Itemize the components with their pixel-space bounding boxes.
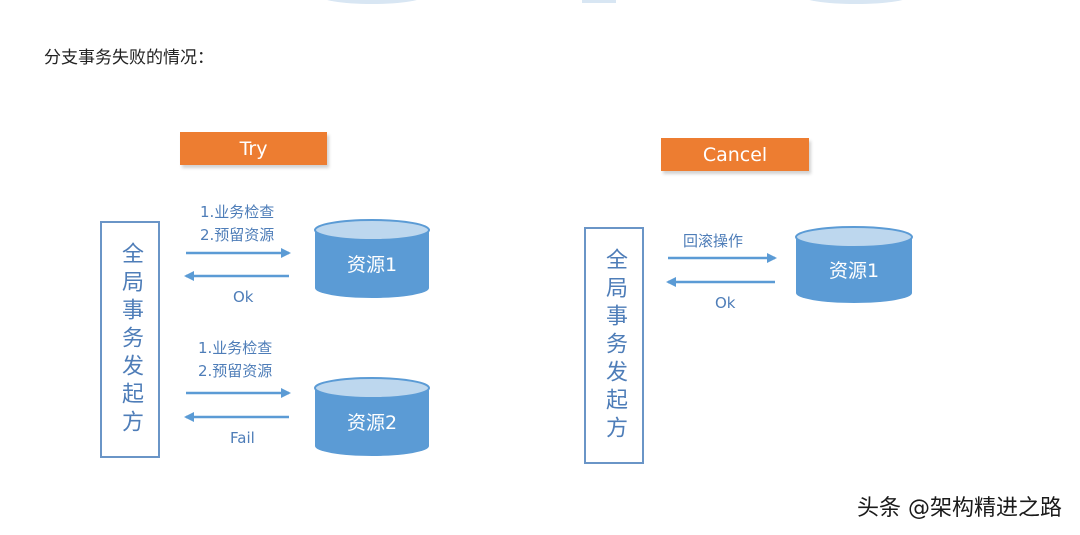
request-label-2-text: 1.业务检查 2.预留资源 — [198, 339, 273, 380]
phase-cancel: Cancel — [661, 138, 809, 171]
watermark: 头条 @架构精进之路 — [857, 496, 1062, 521]
cut-off-cylinder-right — [800, 0, 912, 4]
cancel-response-label: Ok — [715, 294, 736, 312]
phase-try: Try — [180, 132, 327, 165]
request-label-2: 1.业务检查 2.预留资源 — [198, 337, 272, 383]
database-cylinder-try-1 — [314, 219, 430, 298]
resource-label-try-1: 资源1 — [346, 254, 398, 276]
database-cylinder-cancel-1 — [795, 226, 913, 303]
cut-off-box — [582, 0, 616, 3]
page-heading: 分支事务失败的情况： — [44, 48, 214, 68]
initiator-box-try: 全局事务发起方 — [100, 221, 160, 458]
request-label-1: 1.业务检查 2.预留资源 — [200, 201, 274, 247]
database-cylinder-try-2 — [314, 377, 430, 456]
resource-label-cancel-1: 资源1 — [828, 260, 880, 282]
response-label-1: Ok — [233, 288, 254, 306]
cut-off-cylinder-left — [318, 0, 426, 4]
request-label-1-text: 1.业务检查 2.预留资源 — [200, 203, 275, 244]
resource-label-try-2: 资源2 — [346, 412, 398, 434]
rollback-label: 回滚操作 — [683, 232, 744, 250]
initiator-box-cancel: 全局事务发起方 — [584, 227, 644, 464]
response-label-2: Fail — [230, 429, 255, 447]
